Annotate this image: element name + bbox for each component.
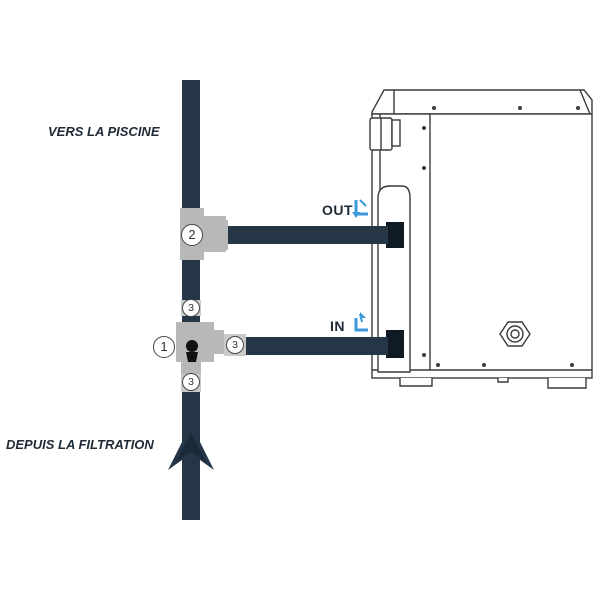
in-port-label: IN <box>330 318 345 334</box>
out-connector <box>386 222 404 248</box>
nut-icon <box>499 321 531 347</box>
marker-bypass-valve: 1 <box>153 336 175 358</box>
in-connector <box>386 330 404 358</box>
from-filtration-label: DEPUIS LA FILTRATION <box>6 437 154 452</box>
out-port-label: OUT <box>322 202 354 218</box>
out-arrow-icon <box>352 199 368 218</box>
marker-valve-top: 3 <box>182 299 200 317</box>
marker-valve-side: 3 <box>226 336 244 354</box>
to-pool-label: VERS LA PISCINE <box>48 124 160 139</box>
in-arrow-icon <box>354 312 368 332</box>
inlet-pipe <box>246 337 388 355</box>
outlet-pipe <box>228 226 388 244</box>
up-arrow-icon <box>168 424 214 470</box>
marker-tee: 2 <box>181 224 203 246</box>
valve-handle-icon <box>186 340 198 362</box>
marker-valve-bottom: 3 <box>182 373 200 391</box>
